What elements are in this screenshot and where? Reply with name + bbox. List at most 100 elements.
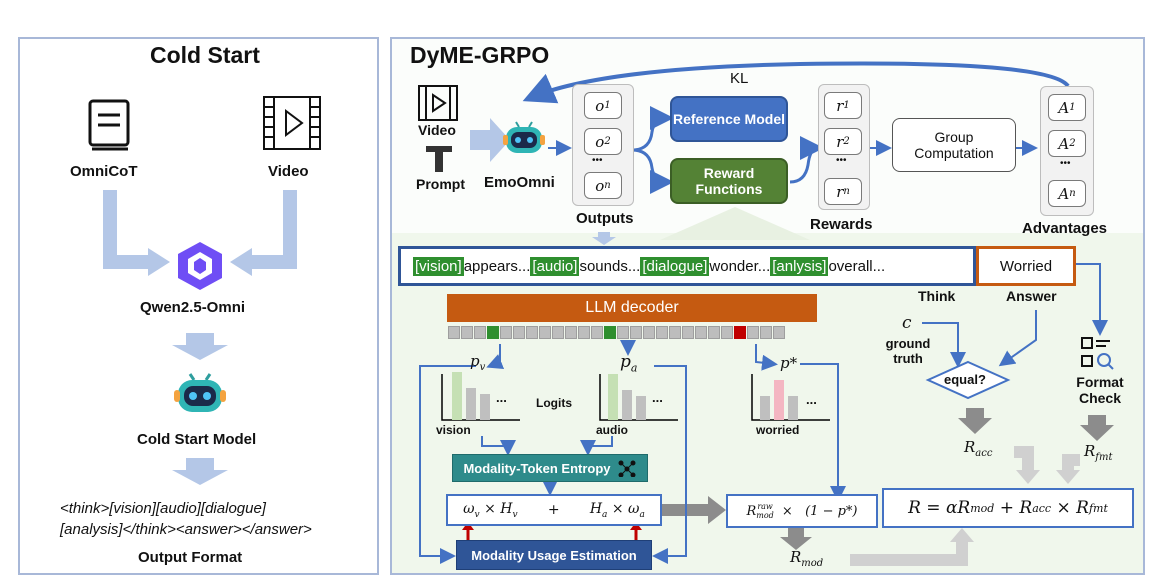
r-mod-label: Rmod	[790, 548, 824, 569]
tag-dialogue: [dialogue]	[640, 256, 710, 276]
tag-audio: [audio]	[530, 256, 580, 276]
ellipsis-a: ...	[652, 390, 663, 405]
video-label: Video	[268, 163, 309, 180]
group-computation-box: Group Computation	[892, 118, 1016, 172]
token-cell	[630, 326, 642, 339]
vision-axis-label: vision	[436, 423, 471, 437]
ellipsis-w: ...	[806, 392, 817, 407]
equal-label: equal?	[944, 372, 986, 387]
weighted-entropy-equation: ωv × Hv + Ha × ωa	[446, 494, 662, 526]
cold-start-model-label: Cold Start Model	[137, 431, 257, 448]
qwen-logo-icon	[178, 242, 222, 290]
token-cell	[578, 326, 590, 339]
token-cell	[734, 326, 746, 339]
format-check-label: Format Check	[1076, 374, 1124, 406]
format-line-2: [analysis]</think><answer></answer>	[60, 521, 312, 538]
token-cell	[500, 326, 512, 339]
token-cell	[513, 326, 525, 339]
emoomni-label: EmoOmni	[484, 174, 555, 191]
audio-axis-label: audio	[596, 423, 628, 437]
token-cell	[643, 326, 655, 339]
think-label: Think	[918, 288, 956, 304]
token-cell	[656, 326, 668, 339]
token-cell	[565, 326, 577, 339]
qwen-label: Qwen2.5-Omni	[140, 299, 246, 316]
token-cell	[526, 326, 538, 339]
token-cell	[539, 326, 551, 339]
token-cell	[591, 326, 603, 339]
advantages-dots: •••	[1060, 158, 1071, 169]
rewards-label: Rewards	[810, 216, 873, 233]
kl-label: KL	[730, 70, 749, 87]
book-icon	[88, 99, 130, 151]
token-cell	[721, 326, 733, 339]
modality-usage-estimation-box: Modality Usage Estimation	[456, 540, 652, 570]
pv-label: pv	[470, 352, 486, 373]
tag-vision: [vision]	[413, 256, 464, 276]
reference-model-box: Reference Model	[670, 96, 788, 142]
omnicot-label: OmniCoT	[70, 163, 138, 180]
tag-analysis: [anlysis]	[770, 256, 829, 276]
token-cell	[604, 326, 616, 339]
cold-start-title: Cold Start	[150, 42, 260, 68]
seq-text-4: overall...	[828, 257, 886, 275]
text-prompt-icon	[426, 146, 452, 172]
c-label: c	[902, 313, 912, 333]
token-sequence	[448, 326, 848, 340]
emoomni-robot-icon	[503, 121, 545, 153]
token-cell	[474, 326, 486, 339]
dyme-grpo-title: DyME-GRPO	[410, 42, 550, 68]
rewards-dots: •••	[836, 155, 847, 166]
pa-label: pa	[620, 352, 638, 375]
token-cell	[747, 326, 759, 339]
pstar-label: p*	[780, 354, 798, 372]
video-icon-small	[418, 85, 458, 121]
logits-label: Logits	[536, 396, 572, 410]
format-check-icon	[1081, 337, 1114, 370]
seq-text-1: appears...	[463, 257, 531, 275]
outputs-dots: •••	[592, 155, 603, 166]
reward-functions-box: Reward Functions	[670, 158, 788, 204]
eq-plus: +	[547, 502, 560, 518]
answer-label: Answer	[1006, 288, 1057, 304]
token-cell	[682, 326, 694, 339]
token-cell	[552, 326, 564, 339]
token-cell	[448, 326, 460, 339]
robot-icon	[174, 373, 226, 412]
eq-wv-hv: ωv × Hv	[463, 500, 518, 520]
network-icon	[618, 460, 636, 477]
advantages-label: Advantages	[1022, 220, 1108, 237]
modality-token-entropy-box: Modality-Token Entropy	[452, 454, 648, 482]
token-cell	[487, 326, 499, 339]
seq-text-3: wonder...	[709, 257, 771, 275]
reasoning-sequence-box: [vision] appears... [audio] sounds... [d…	[398, 246, 976, 286]
answer-box: Worried	[976, 246, 1076, 286]
output-format-label: Output Format	[138, 549, 243, 566]
format-line-1: <think>[vision][audio][dialogue]	[60, 500, 266, 517]
token-cell	[617, 326, 629, 339]
token-cell	[708, 326, 720, 339]
worried-axis-label: worried	[756, 423, 800, 437]
r-fmt-label: Rfmt	[1084, 442, 1113, 463]
llm-decoder-box: LLM decoder	[447, 294, 817, 322]
entropy-label: Modality-Token Entropy	[463, 460, 611, 476]
token-cell	[760, 326, 772, 339]
eq-ha-wa: Ha × ωa	[589, 500, 645, 520]
video-input-label: Video	[418, 122, 456, 138]
token-cell	[669, 326, 681, 339]
r-acc-label: Racc	[964, 438, 993, 459]
outputs-label: Outputs	[576, 210, 634, 227]
token-cell	[461, 326, 473, 339]
ground-truth-label: ground truth	[885, 336, 931, 366]
seq-text-2: sounds...	[579, 257, 641, 275]
